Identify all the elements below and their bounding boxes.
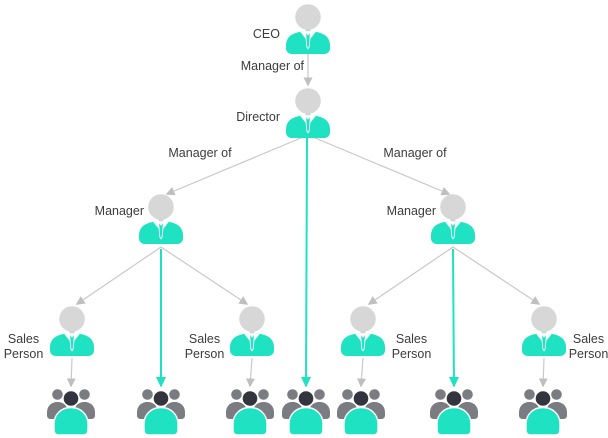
person-icon (430, 193, 476, 245)
people-group-icon (336, 388, 386, 436)
people-group-icon (136, 388, 186, 436)
node-sales-person-3[interactable] (339, 305, 387, 361)
node-team-1[interactable] (43, 385, 99, 438)
edge-director-team-4 (301, 135, 312, 388)
node-label-sales-person-4: Sales Person (568, 332, 608, 361)
edge-label-ceo-director: Manager of (240, 59, 304, 73)
node-label-ceo: CEO (252, 27, 280, 41)
people-group-icon (281, 388, 331, 436)
node-label-manager-right: Manager (386, 204, 436, 218)
edge-manager-left-sales-person-1 (75, 246, 162, 305)
edge-manager-left-sales-person-2 (160, 246, 249, 305)
person-icon (49, 305, 95, 357)
node-team-7[interactable] (515, 385, 571, 438)
people-group-icon (46, 388, 96, 436)
node-team-6[interactable] (426, 385, 482, 438)
node-label-director: Director (236, 110, 280, 124)
node-manager-right[interactable] (429, 193, 477, 249)
node-team-3[interactable] (222, 385, 278, 438)
edge-director-manager-right (307, 134, 451, 196)
node-manager-left[interactable] (137, 193, 185, 249)
people-group-icon (518, 388, 568, 436)
edge-sales-person-3-team-5 (357, 357, 367, 388)
person-icon (521, 305, 567, 357)
person-icon (285, 87, 331, 139)
node-team-5[interactable] (333, 385, 389, 438)
node-label-sales-person-2: Sales Person (184, 332, 225, 361)
edge-sales-person-2-team-3 (246, 357, 256, 388)
edge-label-director-manager-right: Manager of (383, 146, 447, 160)
node-director[interactable] (284, 87, 332, 143)
edge-sales-person-1-team-1 (66, 357, 76, 388)
person-icon (138, 193, 184, 245)
node-label-manager-left: Manager (94, 204, 144, 218)
edge-sales-person-4-team-7 (538, 357, 548, 388)
person-icon (285, 3, 331, 55)
node-sales-person-2[interactable] (228, 305, 276, 361)
people-group-icon (429, 388, 479, 436)
edge-manager-right-team-6 (448, 248, 459, 388)
person-icon (340, 305, 386, 357)
node-label-sales-person-1: Sales Person (3, 332, 44, 361)
node-team-2[interactable] (133, 385, 189, 438)
people-group-icon (225, 388, 275, 436)
edge-manager-right-sales-person-3 (367, 246, 454, 305)
node-sales-person-4[interactable] (520, 305, 568, 361)
edge-director-manager-left (165, 134, 309, 196)
node-ceo[interactable] (284, 3, 332, 59)
node-label-sales-person-3: Sales Person (391, 332, 432, 361)
node-sales-person-1[interactable] (48, 305, 96, 361)
person-icon (229, 305, 275, 357)
edge-manager-right-sales-person-4 (452, 246, 541, 305)
node-team-4[interactable] (278, 385, 334, 438)
edge-label-director-manager-left: Manager of (168, 146, 232, 160)
